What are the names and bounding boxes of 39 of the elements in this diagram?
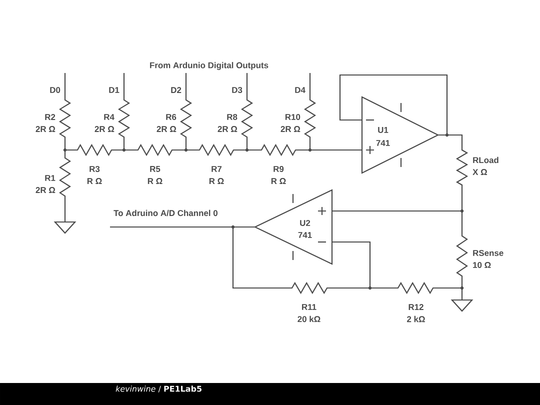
component-label: R12 xyxy=(408,304,424,310)
component-label: R1 xyxy=(45,175,56,181)
component-label: R9 xyxy=(274,166,284,172)
component-label: U1 xyxy=(378,127,388,133)
component-label: R11 xyxy=(302,304,316,310)
component-label: R2 xyxy=(45,114,56,120)
component-label: RLoad xyxy=(473,156,498,164)
component-label: U2 xyxy=(300,220,310,226)
pin-label: D2 xyxy=(171,87,182,93)
component-value: 2 kΩ xyxy=(407,316,425,322)
component-label: R6 xyxy=(166,114,176,120)
component-label: R7 xyxy=(212,166,222,172)
component-value: 10 Ω xyxy=(473,262,491,268)
component-label: R10 xyxy=(285,114,300,120)
component-value: 2R Ω xyxy=(36,126,56,132)
component-value: 2R Ω xyxy=(36,187,56,193)
component-value: R Ω xyxy=(271,178,286,184)
pin-label: D1 xyxy=(109,87,120,93)
component-label: RSense xyxy=(473,250,504,256)
component-label: R8 xyxy=(227,114,238,120)
signal-label: To Adruino A/D Channel 0 xyxy=(114,210,218,216)
component-value: 2R Ω xyxy=(156,126,176,132)
component-value: 741 xyxy=(298,232,312,238)
component-value: 20 kΩ xyxy=(298,316,320,322)
component-label: R4 xyxy=(104,114,114,120)
component-value: 2R Ω xyxy=(280,126,300,132)
component-label: R3 xyxy=(90,166,100,172)
pin-label: D3 xyxy=(232,87,242,93)
component-value: R Ω xyxy=(148,178,162,184)
component-value: 2R Ω xyxy=(94,126,114,132)
component-value: 741 xyxy=(376,140,390,146)
component-value: X Ω xyxy=(472,169,487,175)
pin-label: D4 xyxy=(295,87,306,93)
component-value: R Ω xyxy=(209,178,224,184)
component-value: R Ω xyxy=(87,178,102,184)
heading: From Ardunio Digital Outputs xyxy=(150,62,268,70)
pin-label: D0 xyxy=(50,87,60,93)
component-value: 2R Ω xyxy=(218,126,238,132)
component-label: R5 xyxy=(150,166,160,172)
